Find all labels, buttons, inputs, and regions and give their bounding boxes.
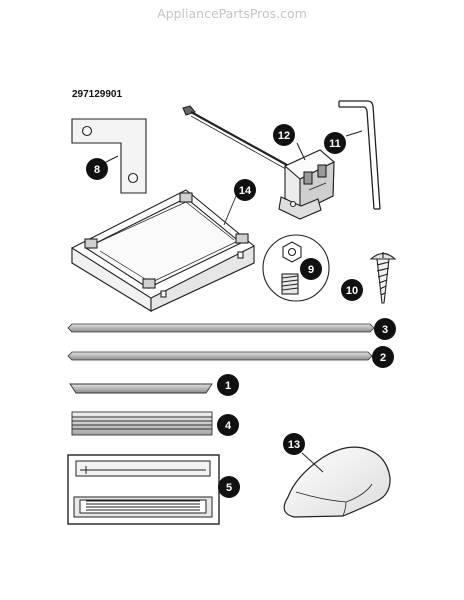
part-5-grille-kit xyxy=(67,454,220,525)
callout-11-label: 11 xyxy=(329,138,341,150)
callout-5 xyxy=(218,476,240,498)
callout-8 xyxy=(86,158,108,180)
part-4-toe-plate xyxy=(71,411,213,436)
callout-5-label: 5 xyxy=(226,482,232,494)
part-12-switch xyxy=(182,105,335,220)
part-13-foot-cover xyxy=(283,446,391,518)
callout-11 xyxy=(324,132,346,154)
callout-8-label: 8 xyxy=(94,164,100,176)
callout-10-label: 10 xyxy=(346,285,358,297)
callout-9-label: 9 xyxy=(308,264,314,276)
callout-2 xyxy=(372,346,394,368)
diagram-number: 297129901 xyxy=(72,89,123,100)
part-2-rod xyxy=(67,351,373,361)
part-3-rod xyxy=(67,323,375,333)
callout-1 xyxy=(217,374,239,396)
part-8-bracket xyxy=(71,118,147,194)
callout-9 xyxy=(300,258,322,280)
part-14-base-frame xyxy=(71,189,255,312)
callout-4-label: 4 xyxy=(225,420,232,432)
part-1-trim xyxy=(69,383,213,394)
part-9-set-screw xyxy=(262,234,330,302)
part-10-screw xyxy=(369,252,397,304)
callout-3 xyxy=(374,318,396,340)
site-watermark: AppliancePartsPros.com xyxy=(157,6,307,21)
callout-12 xyxy=(273,124,295,146)
callout-13-label: 13 xyxy=(288,439,300,451)
callout-12-label: 12 xyxy=(278,130,290,142)
callout-3-label: 3 xyxy=(382,324,388,336)
callout-4 xyxy=(217,414,239,436)
callout-10 xyxy=(341,279,363,301)
callout-14 xyxy=(234,179,256,201)
callout-13 xyxy=(283,433,305,455)
callout-leaders xyxy=(103,130,363,473)
callout-14-label: 14 xyxy=(239,185,252,197)
callout-2-label: 2 xyxy=(380,352,386,364)
part-11-hex-key xyxy=(338,100,381,210)
callout-1-label: 1 xyxy=(225,380,231,392)
